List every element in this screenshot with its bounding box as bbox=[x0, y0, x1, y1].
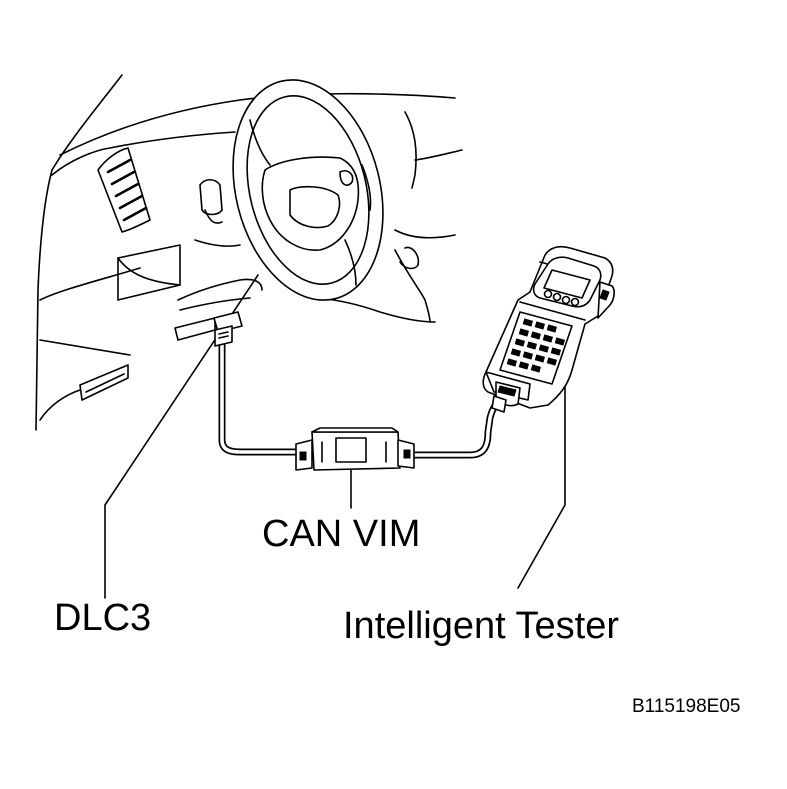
can-vim-label: CAN VIM bbox=[262, 513, 421, 555]
dlc3-connector bbox=[213, 311, 243, 347]
tester-leader bbox=[517, 371, 566, 589]
leader-lines bbox=[104, 274, 566, 599]
dashboard bbox=[35, 74, 463, 431]
intelligent-tester bbox=[482, 245, 615, 413]
figure-code: B115198E05 bbox=[632, 696, 741, 717]
dlc3-label: DLC3 bbox=[54, 597, 152, 639]
keypad-keys bbox=[506, 318, 566, 373]
can-vim-module bbox=[295, 427, 415, 471]
steering-wheel bbox=[232, 79, 384, 301]
dlc3-leader bbox=[104, 274, 259, 599]
intelligent-tester-label: Intelligent Tester bbox=[343, 605, 620, 647]
